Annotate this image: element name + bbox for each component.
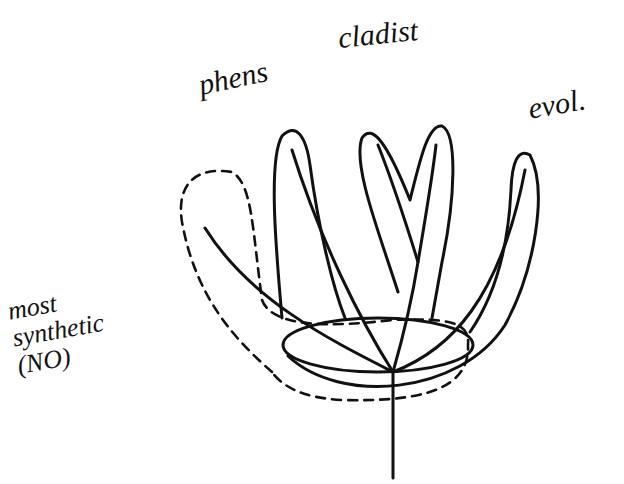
group-label: phens: [195, 55, 270, 100]
tree-branch: [292, 150, 393, 372]
tree-branch: [205, 228, 393, 372]
group-outline: [274, 131, 345, 318]
group-outline: [283, 318, 473, 372]
group-outline: [360, 126, 453, 318]
dashed-outline: [181, 171, 468, 400]
note-label: most synthetic (NO): [6, 279, 129, 379]
tree-trunk: [392, 372, 395, 478]
tree-branch: [378, 145, 418, 372]
group-label: cladist: [337, 14, 420, 54]
group-label: evol.: [526, 83, 588, 124]
group-outline: [288, 153, 538, 386]
tree-branch: [393, 170, 525, 372]
